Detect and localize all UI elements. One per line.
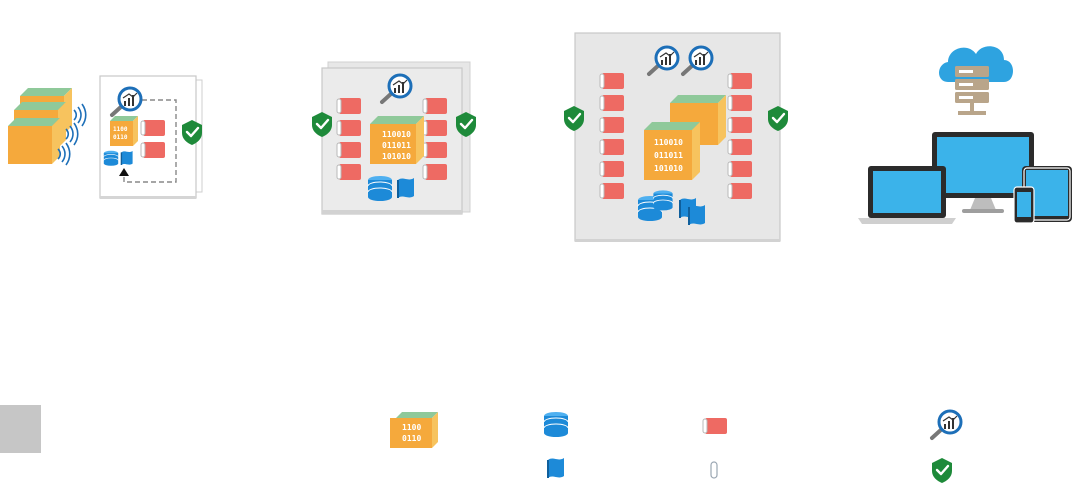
desktop-icon <box>932 132 1034 213</box>
legend-code-cube: 1100 0110 <box>390 412 438 448</box>
red-block-icon <box>727 116 753 134</box>
sensor-signal-icon <box>73 103 87 127</box>
legend-red-block-icon <box>702 417 728 435</box>
datacenter-code-cube: 110010 011011 101010 <box>644 122 700 180</box>
red-block-icon <box>422 163 448 181</box>
cloud-server-icon <box>939 46 1013 115</box>
red-block-icon <box>422 141 448 159</box>
database-icon <box>367 175 393 202</box>
red-block-icon <box>422 119 448 137</box>
laptop-icon <box>858 166 956 224</box>
stream-flag-icon <box>397 177 415 199</box>
legend-analytics-magnifier-icon <box>930 409 963 440</box>
fog-code-cube: 110010 011011 101010 <box>370 116 424 164</box>
phone-icon <box>1013 186 1035 224</box>
red-block-icon <box>336 141 362 159</box>
red-block-icon <box>727 138 753 156</box>
database-icon <box>653 189 673 211</box>
fog-cube-line-2: 011011 <box>382 141 411 150</box>
datacenter-panel: 110010 011011 101010 <box>574 32 781 242</box>
legend-cube-line-2: 0110 <box>402 434 421 443</box>
red-block-icon <box>336 163 362 181</box>
red-block-icon <box>727 182 753 200</box>
edge-cube-line-1: 1100 <box>113 126 128 133</box>
red-block-icon <box>599 182 625 200</box>
dc-cube-line-1: 110010 <box>654 138 683 147</box>
red-block-icon <box>336 119 362 137</box>
red-block-icon <box>727 160 753 178</box>
red-block-icon <box>140 119 166 137</box>
fog-node-panel: 110010 011011 101010 <box>321 61 471 215</box>
legend-gray-swatch <box>0 405 41 453</box>
fog-cube-line-1: 110010 <box>382 130 411 139</box>
red-block-icon <box>422 97 448 115</box>
stream-flag-icon <box>688 204 706 226</box>
red-block-icon <box>336 97 362 115</box>
edge-code-cube: 1100 0110 <box>110 116 138 146</box>
legend-connector-pill-icon <box>710 461 718 479</box>
dc-cube-line-3: 101010 <box>654 164 683 173</box>
red-block-icon <box>599 94 625 112</box>
legend-stream-flag-icon <box>547 457 565 479</box>
red-block-icon <box>599 72 625 90</box>
red-block-icon <box>140 141 166 159</box>
legend-shield-check-icon <box>930 456 954 485</box>
red-block-icon <box>727 94 753 112</box>
legend-database-icon <box>543 411 569 438</box>
database-icon <box>103 150 119 167</box>
edge-cube-line-2: 0110 <box>113 134 128 141</box>
legend-cube-line-1: 1100 <box>402 423 421 432</box>
fog-cube-line-3: 101010 <box>382 152 411 161</box>
stream-flag-icon <box>120 150 134 166</box>
red-block-icon <box>599 116 625 134</box>
sensor-cube-cluster <box>8 88 87 166</box>
dc-cube-line-2: 011011 <box>654 151 683 160</box>
red-block-icon <box>727 72 753 90</box>
red-block-icon <box>599 138 625 156</box>
red-block-icon <box>599 160 625 178</box>
